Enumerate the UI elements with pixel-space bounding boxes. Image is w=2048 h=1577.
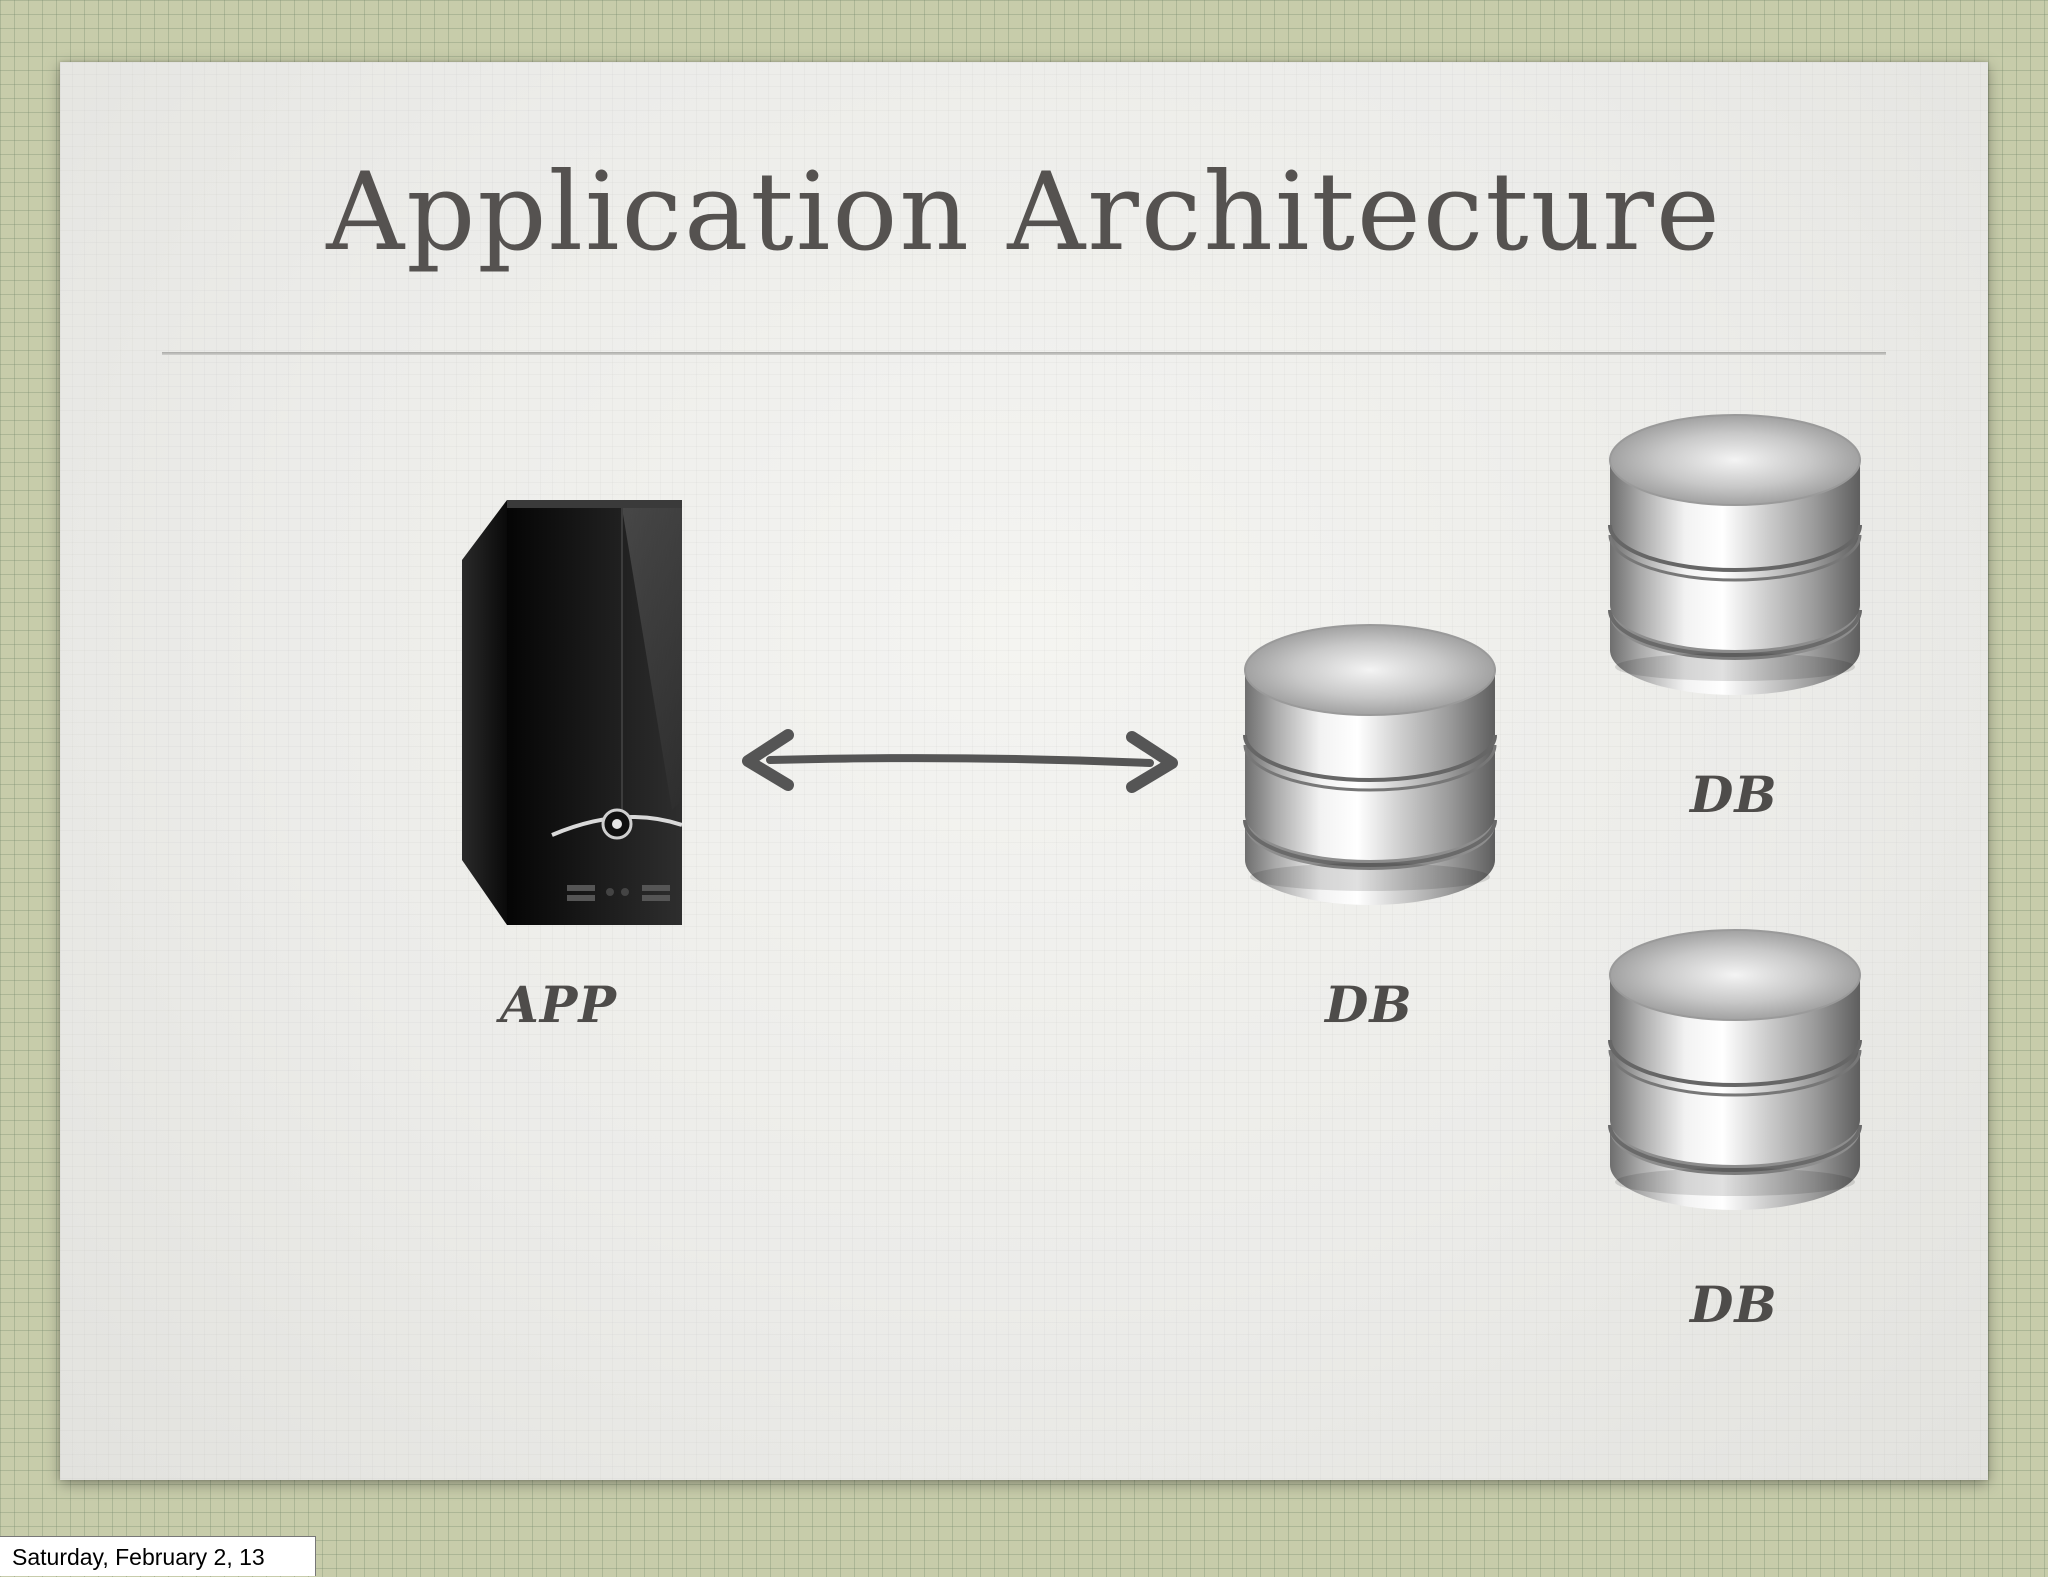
db-primary-label: DB (1325, 975, 1413, 1034)
db-bottom-right-label: DB (1690, 1275, 1778, 1334)
slide-title: Application Architecture (326, 150, 1722, 275)
db-primary-node (1240, 615, 1500, 915)
database-icon (1240, 615, 1500, 915)
server-tower-icon (462, 500, 683, 925)
slide-card (60, 62, 1988, 1480)
db-top-right-label: DB (1690, 765, 1778, 824)
db-bottom-right-node (1605, 920, 1865, 1220)
footer-date: Saturday, February 2, 13 (0, 1536, 316, 1576)
title-divider (162, 352, 1886, 355)
database-icon (1605, 405, 1865, 705)
database-icon (1605, 920, 1865, 1220)
db-top-right-node (1605, 405, 1865, 705)
app-node (462, 500, 683, 925)
connection-arrow (740, 725, 1180, 795)
app-label: APP (500, 975, 617, 1034)
bidirectional-arrow-icon (742, 729, 1178, 793)
